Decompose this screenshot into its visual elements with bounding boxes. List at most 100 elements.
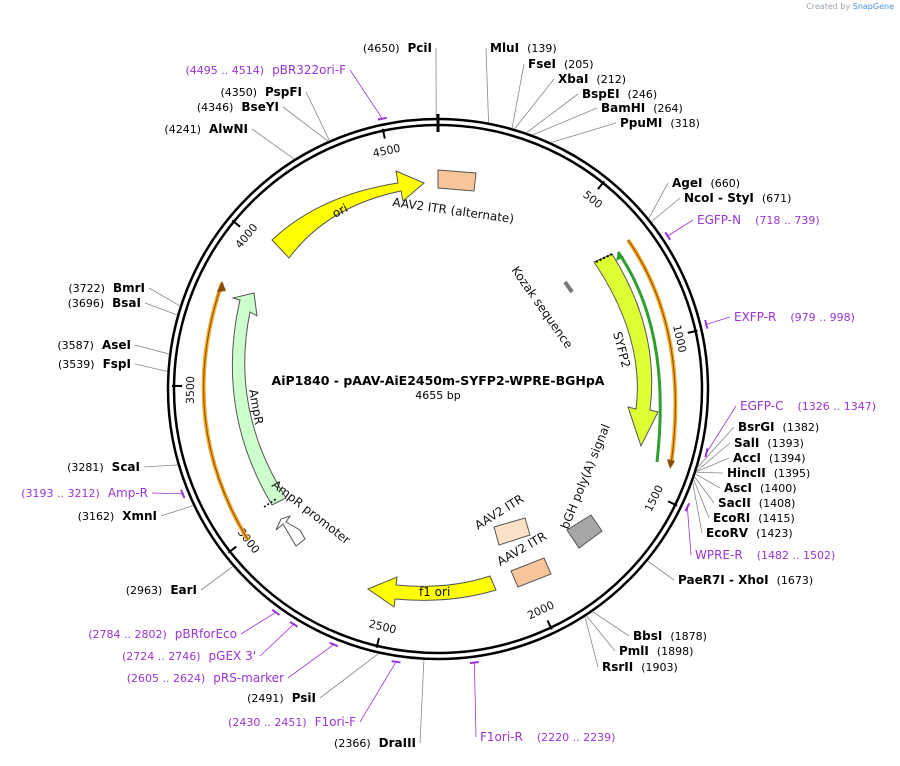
site-position: (660)	[710, 177, 740, 190]
restriction-site-rsrii[interactable]: RsrII(1903)	[602, 660, 678, 674]
feature-ampr[interactable]	[231, 292, 287, 506]
restriction-site-sali[interactable]: SalI(1393)	[734, 436, 804, 450]
site-leader-asei	[134, 344, 170, 355]
restriction-site-mlui[interactable]: MluI(139)	[490, 41, 557, 55]
orf-orange-arc-core	[627, 239, 676, 466]
primer-f1ori-r[interactable]: F1ori-R(2220 .. 2239)	[480, 730, 615, 744]
site-leader-acci	[695, 457, 730, 473]
restriction-site-ecori[interactable]: EcoRI(1415)	[713, 511, 795, 525]
feature-bgh-polya-signal[interactable]	[566, 514, 603, 549]
restriction-site-pspfi[interactable]: (4350)PspFI	[220, 85, 302, 99]
feature-kozak-sequence[interactable]	[563, 280, 574, 294]
site-leader-hincii	[695, 471, 724, 474]
restriction-site-xmni[interactable]: (3162)XmnI	[78, 509, 157, 523]
credit-brand: SnapGene	[852, 2, 894, 11]
feature-aav2-itr-lower[interactable]	[510, 557, 552, 588]
feature-ori[interactable]	[271, 170, 425, 259]
restriction-site-scai[interactable]: (3281)ScaI	[67, 460, 140, 474]
primer-mark-egfp-c	[704, 448, 709, 458]
restriction-site-xbai[interactable]: XbaI(212)	[558, 72, 626, 86]
site-leader-scai	[143, 464, 178, 468]
site-position: (139)	[527, 42, 557, 55]
primer-leader-amp-r	[151, 492, 183, 495]
restriction-site-psii[interactable]: (2491)PsiI	[247, 691, 316, 705]
primer-leader-egfp-c	[706, 405, 737, 453]
restriction-site-bbsi[interactable]: BbsI(1878)	[633, 629, 707, 643]
restriction-site-eari[interactable]: (2963)EarI	[126, 583, 197, 597]
restriction-site-agei[interactable]: AgeI(660)	[672, 176, 740, 190]
site-leader-xmni	[160, 505, 194, 517]
primer-range: (1482 .. 1502)	[757, 549, 836, 562]
site-position: (1395)	[774, 467, 811, 480]
primer-range: (1326 .. 1347)	[797, 400, 876, 413]
restriction-site-ecorv[interactable]: EcoRV(1423)	[706, 526, 793, 540]
primer-leader-exfp-r	[706, 316, 731, 325]
site-name: BsaI	[112, 296, 141, 310]
restriction-site-fsei[interactable]: FseI(205)	[528, 57, 594, 71]
primer-range: (2430 .. 2451)	[228, 716, 307, 729]
site-name: SacII	[718, 496, 751, 510]
primer-pbr322ori-f[interactable]: (4495 .. 4514)pBR322ori-F	[186, 63, 347, 77]
primer-egfp-n[interactable]: EGFP-N(718 .. 739)	[697, 213, 820, 227]
restriction-site-pcii[interactable]: (4650)PciI	[363, 41, 432, 55]
primer-f1ori-f[interactable]: (2430 .. 2451)F1ori-F	[228, 715, 356, 729]
primer-exfp-r[interactable]: EXFP-R (979 .. 998)	[734, 310, 855, 324]
feature-f1-ori[interactable]	[366, 575, 497, 608]
site-leader-ppumi	[550, 122, 617, 143]
tick-label-500: 500	[580, 188, 605, 211]
primer-egfp-c[interactable]: EGFP-C(1326 .. 1347)	[740, 399, 876, 413]
site-name: HincII	[727, 466, 766, 480]
site-name: XbaI	[558, 72, 588, 86]
restriction-site-alwni[interactable]: (4241)AlwNI	[164, 122, 248, 136]
primer-name: pBRforEco	[175, 627, 237, 641]
feature-aav2-itr-alternate[interactable]	[437, 169, 477, 192]
restriction-site-bspei[interactable]: BspEI(246)	[582, 87, 657, 101]
restriction-site-acci[interactable]: AccI(1394)	[733, 451, 806, 465]
feature-label-aav2-itr-alternate: AAV2 ITR (alternate)	[392, 195, 515, 226]
restriction-site-bseyi[interactable]: (4346)BseYI	[197, 100, 279, 114]
site-leader-mlui	[485, 47, 489, 123]
primer-name: EGFP-N	[697, 213, 741, 227]
site-position: (1673)	[777, 574, 814, 587]
primer-leader-f1ori-f	[359, 661, 397, 723]
primer-wpre-r[interactable]: WPRE-R (1482 .. 1502)	[695, 548, 835, 562]
amp-orange-arc-core	[203, 282, 249, 541]
site-name: AscI	[724, 481, 752, 495]
site-name: ScaI	[112, 460, 140, 474]
restriction-site-sacii[interactable]: SacII (1408)	[718, 496, 795, 510]
feature-ampr-promoter[interactable]	[275, 515, 306, 547]
primer-amp-r[interactable]: (3193 .. 3212)Amp-R	[21, 486, 148, 500]
restriction-site-hincii[interactable]: HincII (1395)	[727, 466, 810, 480]
primer-name: EXFP-R	[734, 310, 776, 324]
site-leader-fspi	[134, 363, 168, 372]
restriction-site-ppumi[interactable]: PpuMI(318)	[620, 116, 700, 130]
primer-pgex-3[interactable]: (2724 .. 2746)pGEX 3'	[122, 649, 256, 663]
primer-pbrforeco[interactable]: (2784 .. 2802)pBRforEco	[88, 627, 237, 641]
tick-mark-1500	[667, 500, 678, 507]
primer-name: pGEX 3'	[209, 649, 256, 663]
feature-syfp2[interactable]	[593, 253, 659, 448]
orf-green-arc[interactable]	[616, 251, 662, 463]
primer-name: WPRE-R	[695, 548, 743, 562]
tick-label-2000: 2000	[525, 599, 556, 623]
restriction-site-bsai[interactable]: (3696)BsaI	[68, 296, 141, 310]
site-leader-draiii	[419, 659, 425, 744]
tick-mark-3000	[227, 545, 237, 554]
feature-aav2-itr-upper[interactable]	[493, 517, 531, 546]
site-leader-bmri	[148, 287, 181, 307]
restriction-site-pmli[interactable]: PmlI(1898)	[619, 644, 693, 658]
restriction-site-draiii[interactable]: (2366)DraIII	[334, 736, 416, 750]
restriction-site-asei[interactable]: (3587)AseI	[57, 338, 131, 352]
site-name: BamHI	[601, 101, 645, 115]
primer-prs-marker[interactable]: (2605 .. 2624)pRS-marker	[127, 671, 284, 685]
primer-range: (979 .. 998)	[790, 311, 855, 324]
site-position: (1408)	[759, 497, 796, 510]
restriction-site-bsrgi[interactable]: BsrGI(1382)	[738, 420, 819, 434]
primer-mark-pbrforeco	[271, 608, 280, 616]
restriction-site-asci[interactable]: AscI(1400)	[724, 481, 797, 495]
restriction-site-bamhi[interactable]: BamHI(264)	[601, 101, 683, 115]
restriction-site-bmri[interactable]: (3722)BmrI	[68, 281, 145, 295]
restriction-site-ncoi-styi[interactable]: NcoI - StyI(671)	[684, 191, 791, 205]
restriction-site-paer7i-xhoi[interactable]: PaeR7I - XhoI(1673)	[678, 573, 813, 587]
restriction-site-fspi[interactable]: (3539)FspI	[58, 357, 131, 371]
